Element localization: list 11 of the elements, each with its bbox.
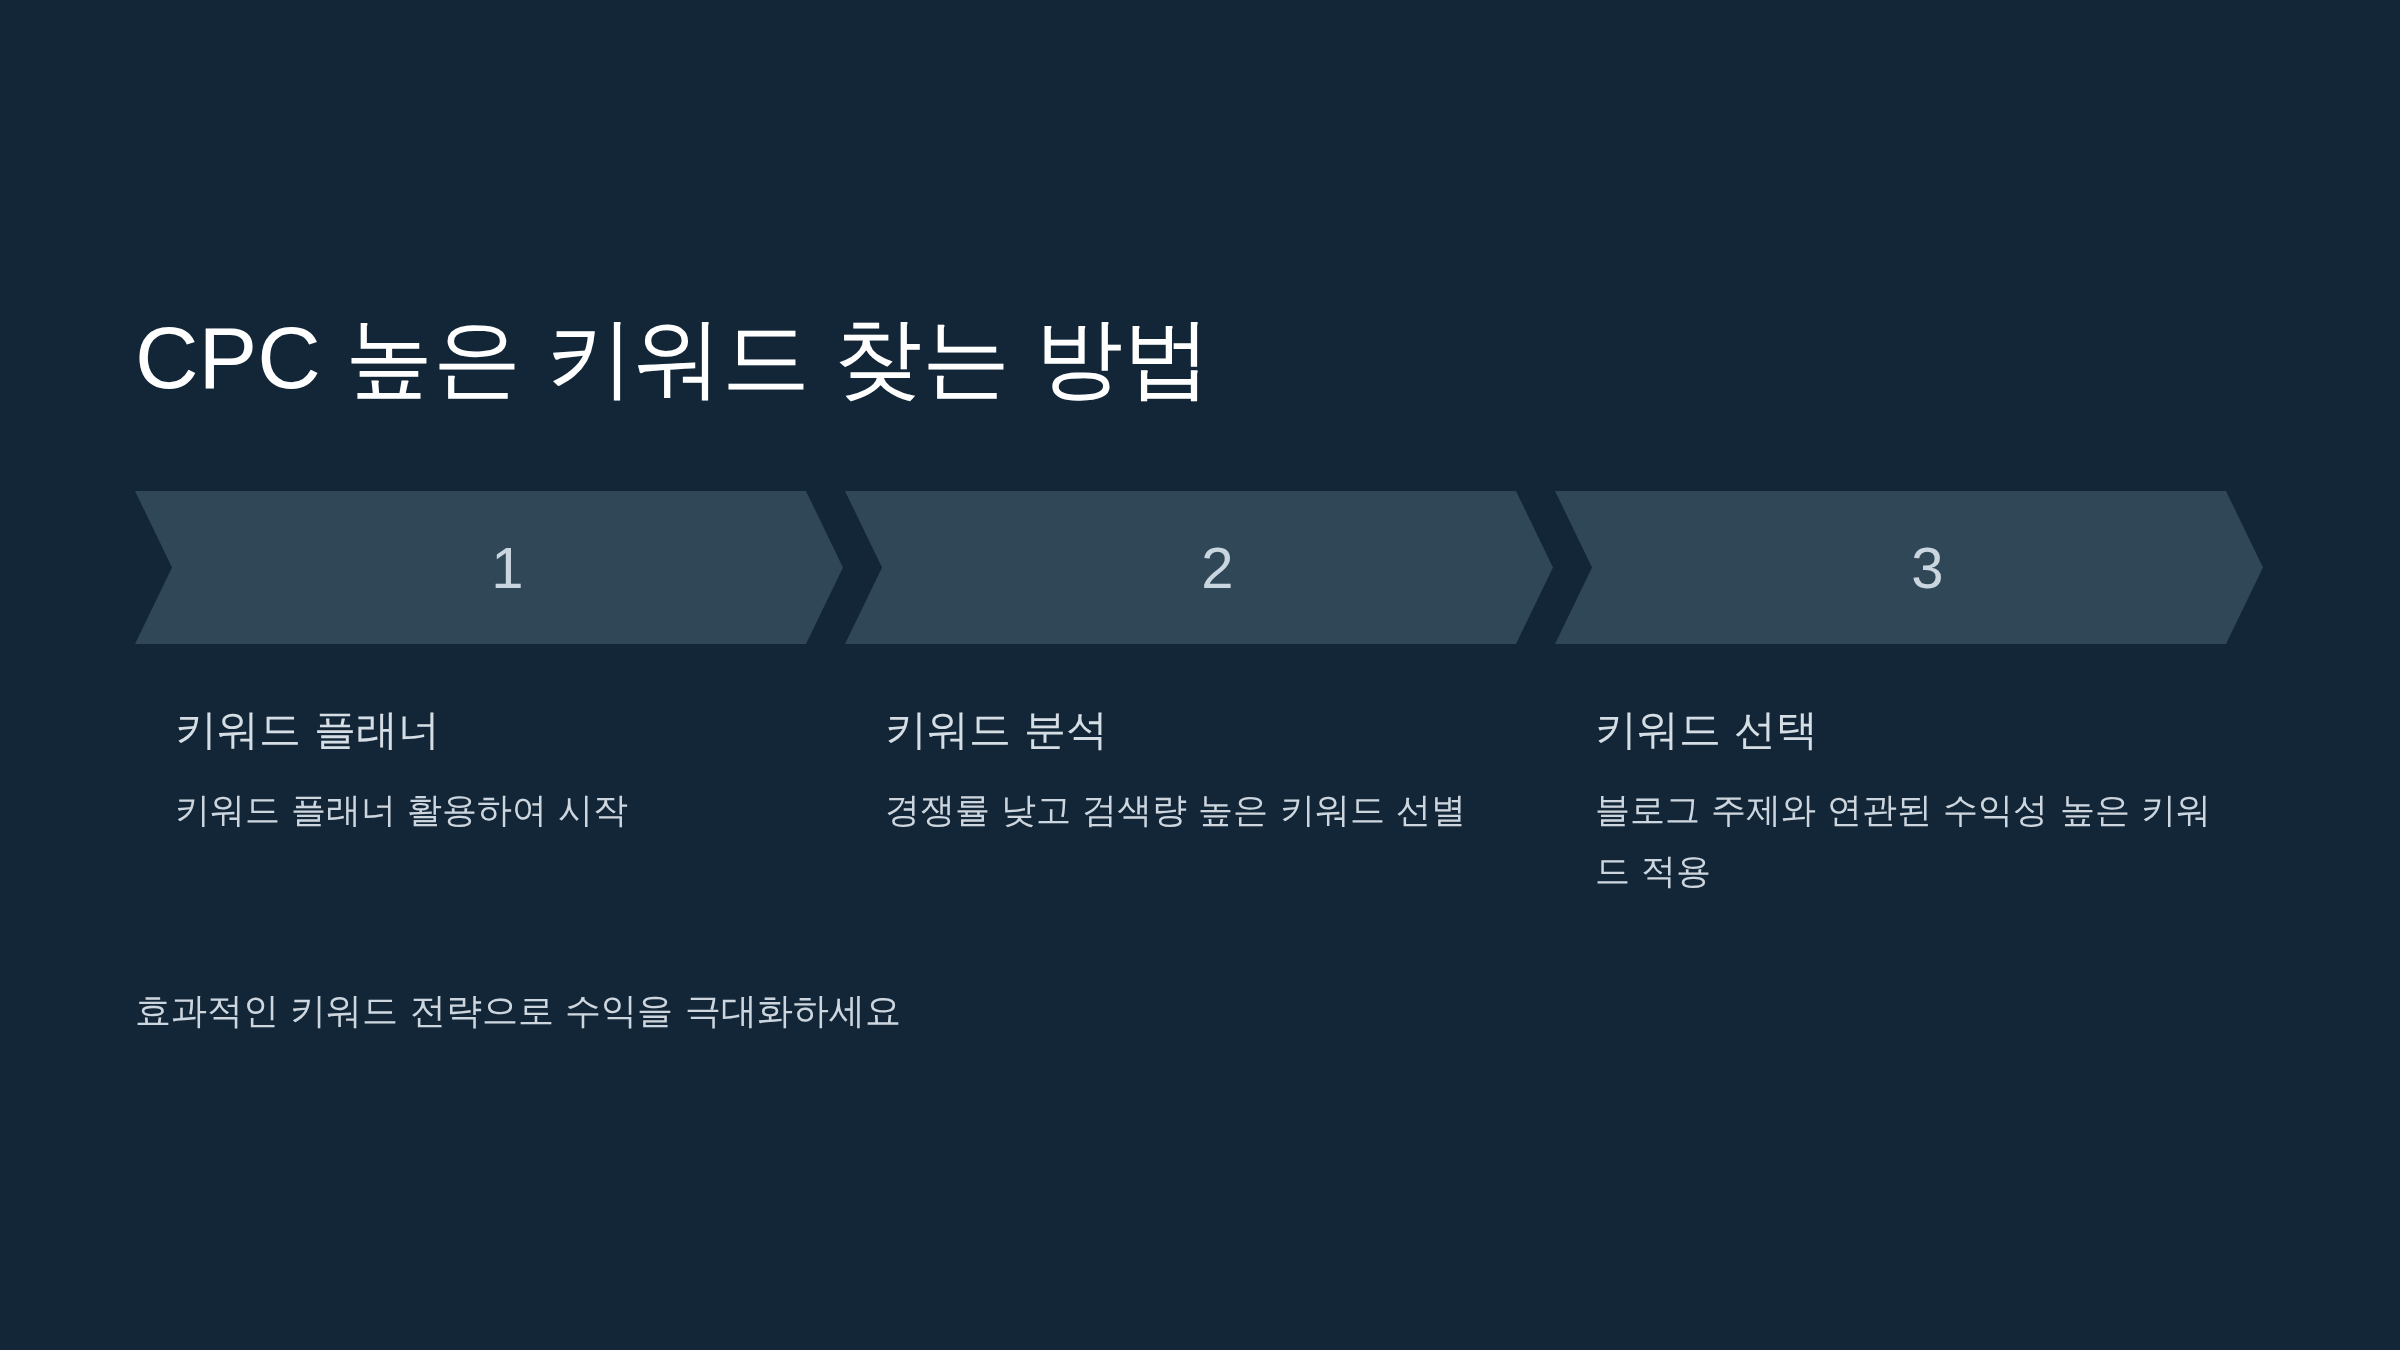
step-number: 1: [491, 535, 524, 600]
slide-title: CPC 높은 키워드 찾는 방법: [135, 308, 1211, 408]
footer-note: 효과적인 키워드 전략으로 수익을 극대화하세요: [135, 989, 901, 1033]
step-description: 키워드 플래너 활용하여 시작: [175, 789, 630, 832]
step-title: 키워드 플래너: [175, 705, 441, 755]
step-number: 2: [1201, 535, 1234, 600]
step-description: 경쟁률 낮고 검색량 높은 키워드 선별: [885, 789, 1467, 832]
step-title: 키워드 선택: [1595, 705, 1819, 755]
step-number: 3: [1911, 535, 1944, 600]
step-description: 블로그 주제와 연관된 수익성 높은 키워드 적용: [1595, 789, 2212, 893]
step-title: 키워드 분석: [885, 705, 1109, 755]
